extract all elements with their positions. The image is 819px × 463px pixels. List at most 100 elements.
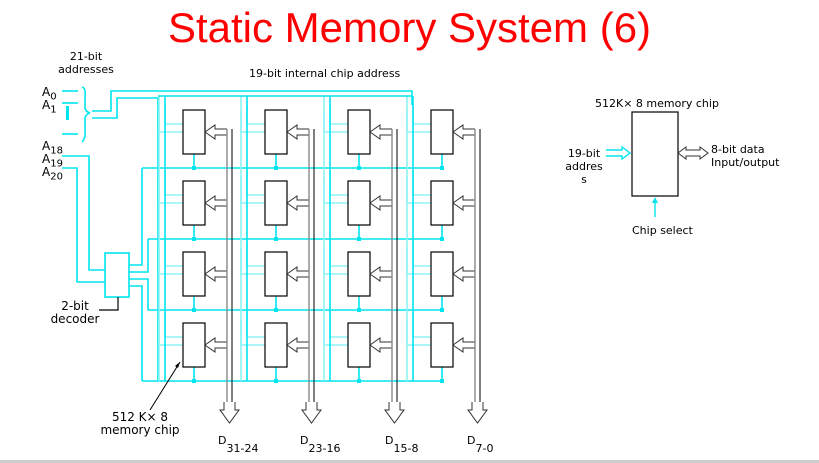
chip-select-junction bbox=[440, 308, 444, 312]
data-arrow bbox=[286, 266, 309, 282]
chip-address-line bbox=[329, 313, 348, 338]
chip-address-line bbox=[164, 242, 183, 267]
memory-chip bbox=[264, 109, 288, 155]
data-arrow bbox=[452, 337, 475, 353]
data-bus-arrowhead bbox=[467, 402, 488, 424]
address-line-subscript: 1 bbox=[50, 104, 57, 116]
memory-chip bbox=[182, 322, 206, 368]
chip-address-line bbox=[246, 171, 265, 196]
chip-select-junction bbox=[440, 379, 444, 383]
chip-address-line bbox=[246, 242, 265, 267]
address-wires bbox=[62, 86, 444, 383]
chip-select-junction bbox=[192, 166, 196, 170]
internal-address-label: 19-bit internal chip address bbox=[249, 67, 401, 80]
data-arrow bbox=[369, 124, 392, 140]
data-output-subscript: 31-24 bbox=[226, 442, 259, 455]
data-arrow bbox=[286, 337, 309, 353]
chip-address-line bbox=[406, 248, 431, 275]
data-arrow bbox=[369, 195, 392, 211]
data-arrow bbox=[452, 195, 475, 211]
data-buses bbox=[219, 129, 488, 424]
memory-chip bbox=[430, 251, 454, 297]
chip-address-line bbox=[406, 177, 431, 204]
address-line-label: A18 bbox=[42, 139, 63, 157]
chip-address-line bbox=[158, 319, 183, 346]
legend-chip-select-label: Chip select bbox=[632, 224, 693, 237]
data-arrow bbox=[204, 195, 227, 211]
address-line-label: A20 bbox=[42, 165, 63, 183]
memory-chip bbox=[182, 251, 206, 297]
chip-address-line bbox=[323, 319, 348, 346]
a20-to-decoder bbox=[62, 167, 105, 283]
data-output-label: D7-0 bbox=[467, 434, 493, 455]
memory-chip bbox=[182, 109, 206, 155]
chip-address-line bbox=[406, 319, 431, 346]
chip-callout-line bbox=[149, 361, 181, 411]
memory-chip bbox=[430, 180, 454, 226]
chip-select-junction bbox=[357, 308, 361, 312]
chip-address-line bbox=[329, 242, 348, 267]
data-arrow bbox=[204, 124, 227, 140]
chip-address-line bbox=[246, 313, 265, 338]
chip-address-line bbox=[412, 313, 431, 338]
memory-chip bbox=[347, 180, 371, 226]
decoder-pointer bbox=[99, 297, 119, 311]
address-line-label: A19 bbox=[42, 152, 63, 170]
chip-select-junction bbox=[440, 237, 444, 241]
chip-address-line bbox=[412, 242, 431, 267]
chip-select-junction bbox=[192, 379, 196, 383]
data-output-subscript: 23-16 bbox=[308, 442, 341, 455]
memory-chip bbox=[182, 180, 206, 226]
a19-to-decoder bbox=[62, 155, 105, 271]
data-output-base: D bbox=[300, 434, 309, 447]
chip-address-line bbox=[158, 177, 183, 204]
legend-chip-title: 512K× 8 memory chip bbox=[595, 97, 719, 110]
memory-chip bbox=[347, 109, 371, 155]
address-bus-inner bbox=[92, 97, 159, 381]
legend-address-arrow bbox=[606, 145, 632, 161]
data-arrow bbox=[204, 337, 227, 353]
address-line-label: A0 bbox=[42, 85, 57, 103]
data-bus-arrowhead bbox=[219, 402, 240, 424]
data-output-base: D bbox=[385, 434, 394, 447]
chip-address-line bbox=[164, 105, 183, 125]
data-arrow bbox=[286, 124, 309, 140]
data-arrow bbox=[204, 266, 227, 282]
data-arrow bbox=[452, 124, 475, 140]
chip-address-line bbox=[240, 110, 265, 133]
chip-select-junction bbox=[192, 237, 196, 241]
ellipsis-dots bbox=[66, 106, 69, 120]
chip-select-junction bbox=[440, 166, 444, 170]
data-arrow bbox=[286, 195, 309, 211]
chip-select-junction bbox=[192, 308, 196, 312]
decoder-output-1 bbox=[129, 239, 149, 273]
chip-address-line bbox=[246, 105, 265, 125]
memory-chip bbox=[347, 251, 371, 297]
chip-select-junction bbox=[274, 379, 278, 383]
chip-select-junction bbox=[357, 379, 361, 383]
address-line-subscript: 19 bbox=[50, 158, 63, 170]
chip-address-line bbox=[158, 110, 183, 133]
data-output-base: D bbox=[467, 434, 476, 447]
chip-address-line bbox=[406, 110, 431, 133]
address-line-subscript: 0 bbox=[50, 91, 57, 103]
chip-select-junction bbox=[274, 166, 278, 170]
chip-grid bbox=[149, 109, 475, 411]
chip-address-line bbox=[323, 248, 348, 275]
legend-chip-diagram bbox=[606, 111, 709, 217]
chip-address-line bbox=[240, 248, 265, 275]
memory-chip bbox=[264, 251, 288, 297]
legend-chip-rect bbox=[631, 111, 679, 197]
bottom-divider bbox=[0, 460, 819, 463]
chip-callout-arrowhead bbox=[175, 362, 180, 368]
data-arrow bbox=[369, 266, 392, 282]
memory-chip bbox=[264, 322, 288, 368]
chip-select-junction bbox=[274, 308, 278, 312]
